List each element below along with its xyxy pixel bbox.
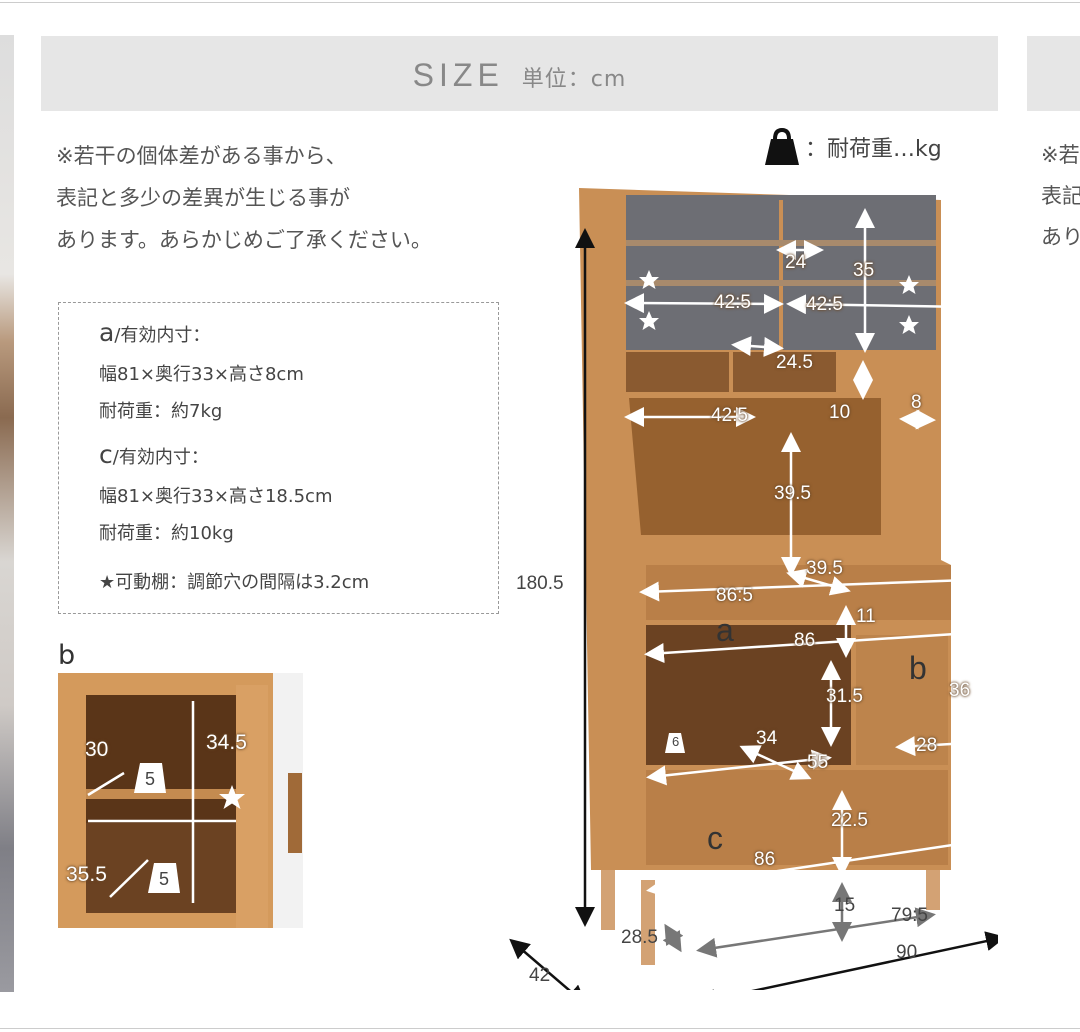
- note-line: あります。あらかじめご了承ください。: [56, 228, 432, 252]
- spec-a-load: 耐荷重：約7kg: [99, 401, 223, 422]
- inset-b-label: b: [58, 640, 76, 671]
- dim-label: 42:5: [806, 294, 843, 315]
- dim-label: 86:5: [716, 585, 753, 606]
- next-slide-text: ※若 表記 あり: [1041, 143, 1080, 249]
- spec-c-heading: /有効内寸：: [112, 447, 209, 468]
- dim-label: 42: [529, 965, 551, 986]
- cabinet-illustration: [509, 188, 1006, 1009]
- unit-label: 単位：cm: [521, 67, 627, 92]
- size-title: SIZE: [412, 57, 504, 93]
- load-legend: ：耐荷重…kg: [763, 127, 942, 167]
- spec-a-title: a/有効内寸：: [99, 318, 210, 347]
- dim-label: 180.5: [516, 573, 564, 594]
- dim-label: 42:5: [711, 405, 748, 426]
- note-line: 表記と多少の差異が生じる事が: [56, 186, 350, 210]
- disclaimer-note: ※若干の個体差がある事から、 表記と多少の差異が生じる事が あります。あらかじめ…: [56, 135, 432, 261]
- dim-label: 39.5: [806, 558, 843, 579]
- load-value: 6: [672, 734, 680, 749]
- dim-label: 34.5: [206, 731, 247, 754]
- spec-c-load: 耐荷重：約10kg: [99, 523, 234, 544]
- weight-icon: [148, 863, 180, 893]
- bottom-divider: [0, 1028, 1080, 1029]
- spec-c-dims: 幅81×奥行33×高さ18.5cm: [99, 486, 333, 507]
- dim-label: 28: [916, 735, 938, 756]
- drawer-c-label: c: [707, 820, 723, 856]
- dim-label: 30: [85, 738, 109, 761]
- dim-label: 34: [756, 728, 778, 749]
- load-value: 5: [159, 869, 170, 889]
- shelf-note: ★可動棚：調節穴の間隔は3.2cm: [99, 572, 370, 593]
- inset-b-photo: 30 34.5 35.5 5 5: [58, 673, 303, 928]
- spec-c-letter: c: [99, 440, 113, 469]
- dim-label: 79:5: [891, 905, 928, 926]
- load-value: 5: [145, 769, 156, 789]
- door-b-label: b: [909, 650, 927, 686]
- dim-label: 24.5: [776, 352, 813, 373]
- dim-label: 39.5: [774, 483, 811, 504]
- cabinet-diagram: 24 35 42:5 42:5 24.5 42:5 10 8 39.5 39.5…: [501, 180, 1006, 1009]
- spec-box: [58, 302, 499, 614]
- legend-text: ：耐荷重…kg: [805, 137, 942, 162]
- spec-a-heading: /有効内寸：: [114, 325, 211, 346]
- spec-a-letter: a: [99, 318, 115, 347]
- dim-label: 36: [949, 680, 971, 701]
- spec-a-dims: 幅81×奥行33×高さ8cm: [99, 364, 304, 385]
- dim-label: 11: [856, 606, 876, 627]
- next-slide-header: [1027, 36, 1080, 111]
- dim-label: 86: [754, 849, 776, 870]
- dim-label: 8: [911, 392, 922, 413]
- next-slide[interactable]: ※若 表記 あり: [1027, 35, 1080, 992]
- note-line: ※若干の個体差がある事から、: [56, 144, 347, 168]
- size-header: SIZE 単位：cm: [41, 36, 998, 111]
- weight-icon: [134, 763, 166, 793]
- dim-label: 15: [834, 895, 856, 916]
- dim-label: 35.5: [66, 863, 107, 886]
- top-divider: [0, 2, 1080, 3]
- dim-label: 28.5: [621, 927, 658, 948]
- dim-label: 31.5: [826, 686, 863, 707]
- dim-label: 55: [807, 752, 829, 773]
- dim-label: 35: [853, 260, 875, 281]
- spec-c-title: c/有効内寸：: [99, 440, 209, 469]
- cabinet-b-interior: [58, 673, 303, 928]
- weight-icon: [765, 127, 799, 165]
- dim-label: 90: [896, 942, 918, 963]
- dim-label: 42:5: [714, 292, 751, 313]
- drawer-a-label: a: [716, 612, 734, 648]
- dim-label: 24: [785, 252, 807, 273]
- size-slide: SIZE 単位：cm ※若干の個体差がある事から、 表記と多少の差異が生じる事が …: [41, 35, 1006, 1009]
- previous-slide-image[interactable]: [0, 35, 14, 992]
- weight-icon: [665, 733, 685, 753]
- dim-label: 22.5: [831, 810, 868, 831]
- star-icon: [219, 785, 245, 809]
- dim-label: 10: [829, 402, 851, 423]
- dim-label: 86: [794, 630, 816, 651]
